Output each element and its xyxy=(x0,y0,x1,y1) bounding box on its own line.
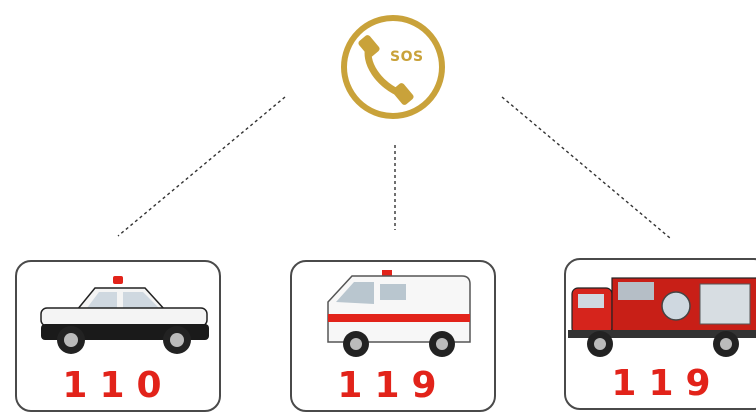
ambulance-number: 119 xyxy=(292,365,494,406)
fire-truck-icon xyxy=(566,260,756,370)
police-car-icon xyxy=(17,262,219,372)
connector-line-fire xyxy=(502,97,670,238)
fire-number: 119 xyxy=(566,363,756,404)
phone-icon xyxy=(340,14,446,120)
sos-phone-badge: SOS xyxy=(340,14,446,120)
sos-label: SOS xyxy=(390,49,424,65)
connector-line-police xyxy=(118,97,285,236)
ambulance-icon xyxy=(292,262,494,372)
ambulance-card: 119 xyxy=(290,260,496,412)
police-card: 110 xyxy=(15,260,221,412)
fire-truck-card: 119 xyxy=(564,258,756,410)
police-number: 110 xyxy=(17,365,219,406)
